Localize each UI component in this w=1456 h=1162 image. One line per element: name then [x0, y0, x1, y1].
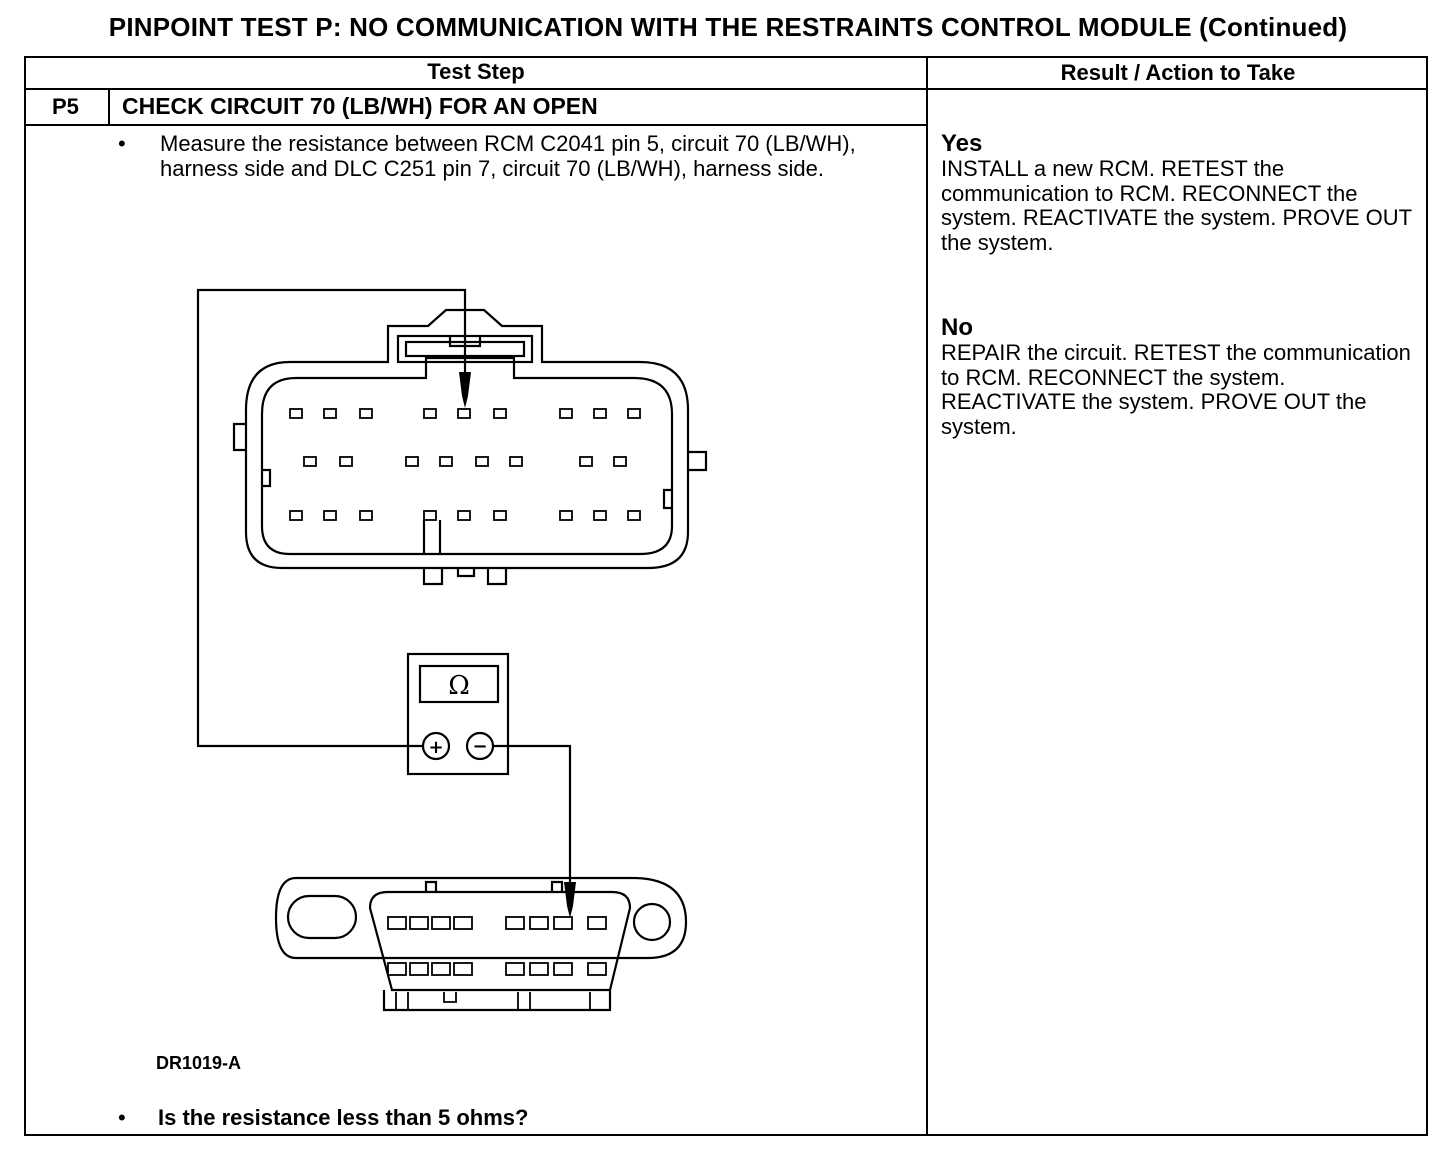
pinpoint-test-table — [24, 56, 1428, 1136]
step-id-divider — [108, 88, 110, 126]
step-id: P5 — [52, 94, 79, 119]
step-title: CHECK CIRCUIT 70 (LB/WH) FOR AN OPEN — [122, 93, 598, 119]
rcm-terminals — [289, 408, 641, 521]
column-header-result: Result / Action to Take — [1060, 60, 1296, 85]
column-divider — [926, 56, 928, 1136]
result-yes-action: INSTALL a new RCM. RETEST the communicat… — [941, 156, 1412, 255]
bullet-icon: • — [118, 131, 126, 156]
test-leads — [196, 288, 572, 882]
result-no-label: No — [941, 314, 973, 341]
column-header-test-step: Test Step — [427, 59, 525, 84]
step-title-divider — [24, 124, 928, 126]
dlc-probe-tip — [564, 882, 576, 918]
page-title: PINPOINT TEST P: NO COMMUNICATION WITH T… — [108, 12, 1348, 42]
dlc-connector-drawing — [274, 876, 688, 1012]
header-divider — [24, 88, 1428, 90]
bullet-icon: • — [118, 1105, 126, 1130]
step-question: Is the resistance less than 5 ohms? — [158, 1105, 529, 1130]
rcm-connector-drawing — [232, 308, 708, 586]
figure-id: DR1019-A — [156, 1053, 242, 1073]
rcm-probe-tip — [459, 372, 471, 408]
result-no-action: REPAIR the circuit. RETEST the communica… — [941, 340, 1411, 439]
plus-terminal-icon: + — [428, 737, 443, 758]
dlc-terminals — [387, 916, 607, 1010]
step-instruction: Measure the resistance between RCM C2041… — [160, 131, 856, 181]
result-yes-label: Yes — [941, 130, 983, 157]
minus-terminal-icon: − — [472, 736, 487, 757]
ohm-symbol: Ω — [448, 671, 470, 701]
